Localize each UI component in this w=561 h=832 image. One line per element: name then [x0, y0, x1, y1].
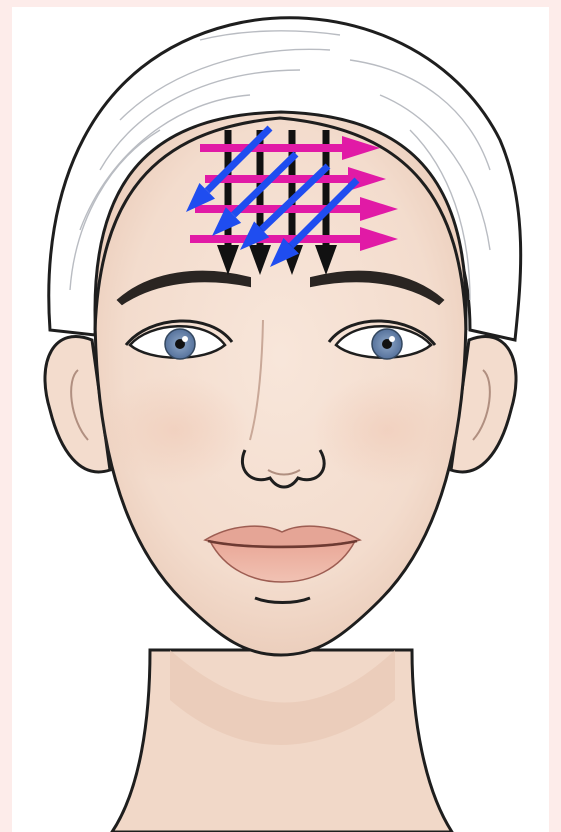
illustration-panel [12, 7, 549, 832]
left-cheek-blush [100, 375, 250, 485]
right-cheek-blush [312, 375, 462, 485]
face-illustration [12, 7, 549, 832]
